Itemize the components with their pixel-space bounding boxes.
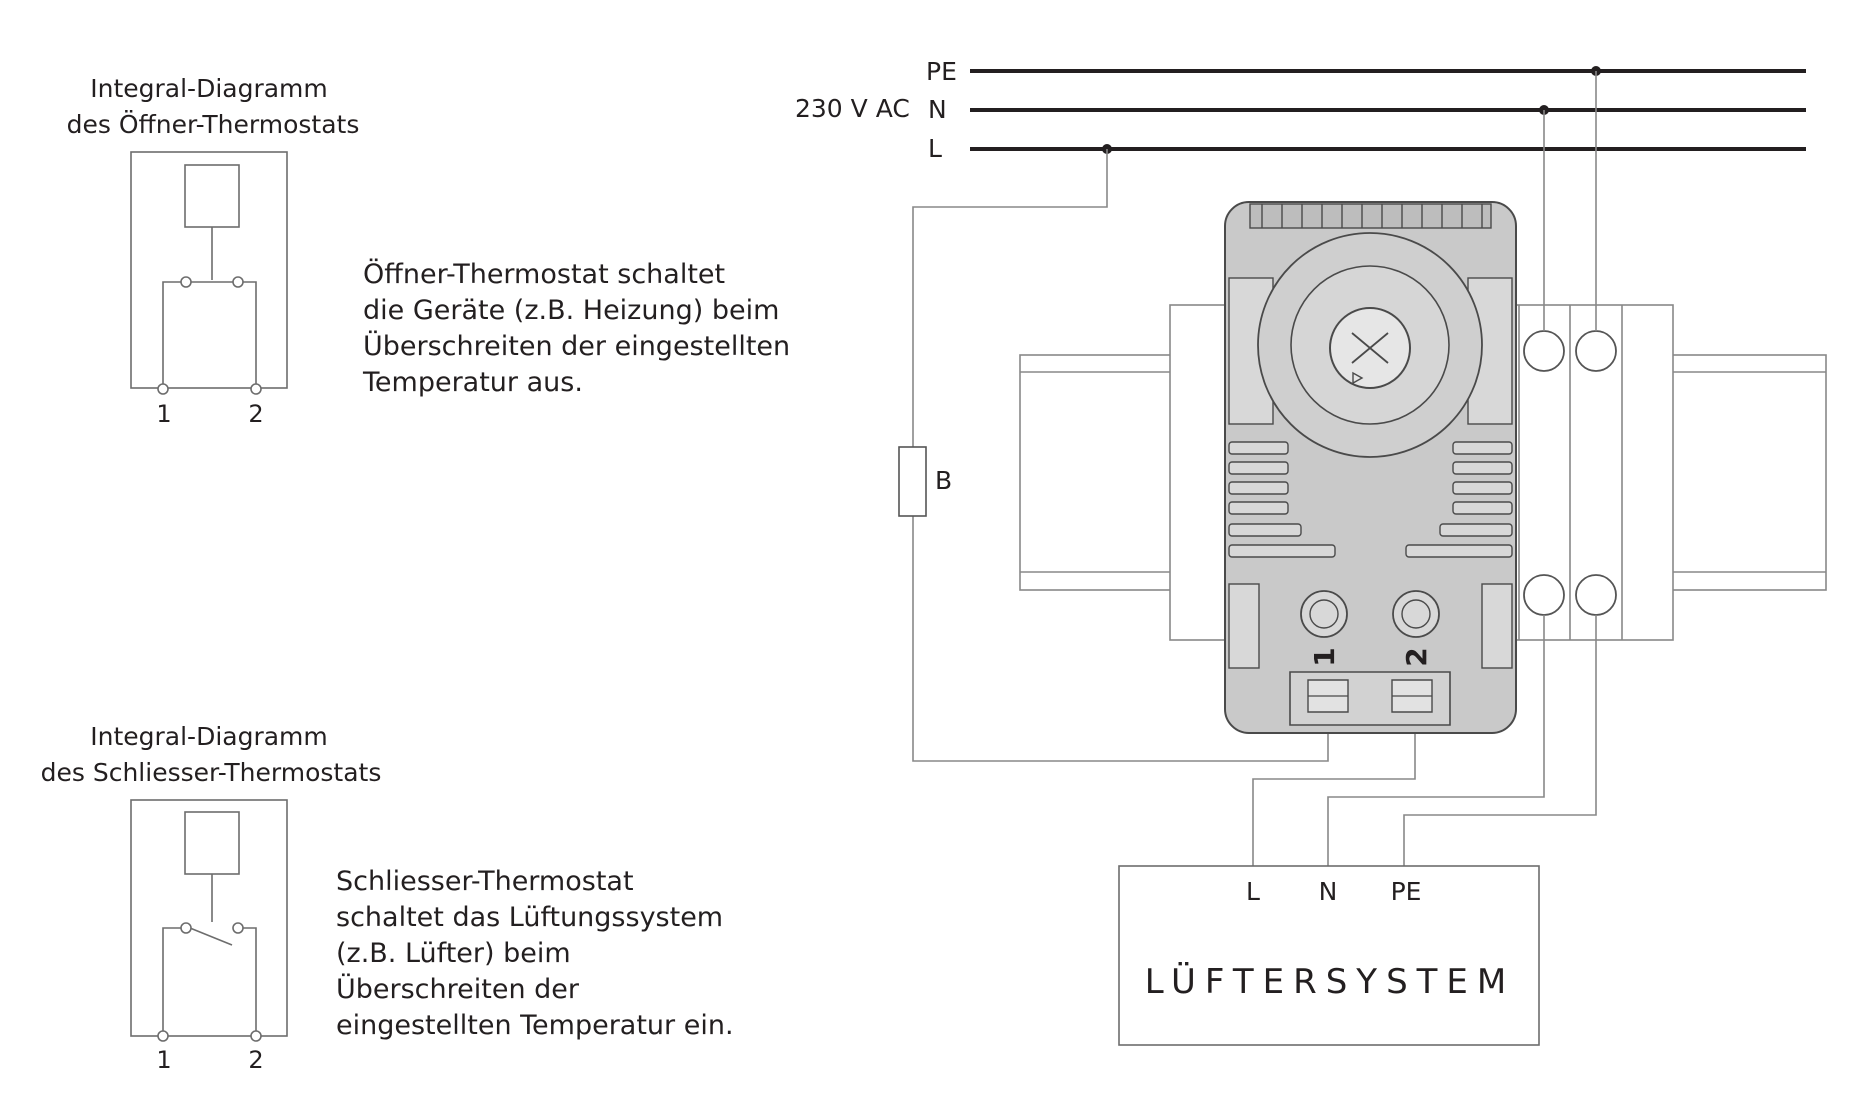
wire-t2-to-fan-l — [1252, 706, 1416, 866]
wire-n-to-fan — [1327, 615, 1545, 866]
fan-system: L N PE LÜFTERSYSTEM — [1118, 865, 1540, 1046]
integral-no-title-2: des Schliesser-Thermostats — [41, 758, 382, 787]
vent-slots-left — [1228, 441, 1336, 558]
integral-diagram-nc: Integral-Diagramm des Öffner-Thermostats… — [67, 74, 360, 428]
integral-diagram-no: Integral-Diagramm des Schliesser-Thermos… — [41, 722, 382, 1074]
thermostat-top-ribs — [1249, 203, 1492, 229]
thermostat-terminal-2-screw — [1392, 590, 1440, 638]
thermostat-device: 1 2 — [1224, 201, 1517, 734]
left-latch — [1228, 583, 1260, 669]
thermostat-terminal-2-label: 2 — [1400, 647, 1433, 666]
integral-no-wire-1 — [162, 927, 186, 1036]
description-nc-line-2: die Geräte (z.B. Heizung) beim — [363, 295, 779, 326]
pointer-triangle-icon — [1352, 371, 1364, 385]
integral-nc-contact-dot-1 — [180, 276, 192, 288]
integral-no-wire-2 — [238, 927, 257, 1036]
right-latch — [1481, 583, 1513, 669]
description-no: Schliesser-Thermostat schaltet das Lüftu… — [336, 866, 734, 1041]
integral-nc-wire-2 — [238, 281, 257, 388]
integral-no-terminal-2-dot — [250, 1030, 262, 1042]
description-no-line-2: schaltet das Lüftungssystem — [336, 902, 723, 933]
integral-nc-frame — [130, 151, 288, 389]
integral-no-terminal-1-dot — [157, 1030, 169, 1042]
integral-nc-contact-dot-2 — [232, 276, 244, 288]
fan-terminal-l: L — [1246, 877, 1260, 906]
integral-nc-title-2: des Öffner-Thermostats — [67, 110, 360, 139]
integral-no-sensor — [184, 811, 240, 875]
terminal-pe-top — [1575, 330, 1617, 372]
supply-pe-label: PE — [926, 57, 957, 86]
integral-nc-terminal-1-dot — [157, 383, 169, 395]
supply-bus: 230 V AC PE N L — [795, 57, 1806, 163]
integral-nc-terminal-2-dot — [250, 383, 262, 395]
integral-nc-terminal-2: 2 — [248, 400, 263, 428]
fuse: B — [898, 446, 952, 517]
integral-no-contact-dot-1 — [180, 922, 192, 934]
integral-no-terminal-2: 2 — [248, 1046, 263, 1074]
integral-nc-sensor — [184, 164, 240, 228]
description-no-line-3: (z.B. Lüfter) beim — [336, 938, 571, 969]
fuse-symbol — [898, 446, 927, 517]
vent-slots-right — [1405, 441, 1513, 558]
thermostat-terminal-1-label: 1 — [1308, 647, 1341, 666]
cable-clamp — [1289, 671, 1451, 726]
integral-no-contact — [189, 927, 233, 946]
fuse-label: B — [935, 466, 952, 495]
description-no-line-4: Überschreiten der — [336, 973, 580, 1005]
fan-terminal-pe: PE — [1391, 877, 1422, 906]
integral-no-terminal-1: 1 — [156, 1046, 171, 1074]
fan-terminal-n: N — [1319, 877, 1338, 906]
description-nc-line-4: Temperatur aus. — [362, 367, 583, 398]
terminal-n-top — [1523, 330, 1565, 372]
fan-system-name: LÜFTERSYSTEM — [1145, 961, 1516, 1002]
terminal-n-bottom — [1523, 574, 1565, 616]
description-no-line-5: eingestellten Temperatur ein. — [336, 1010, 734, 1041]
description-nc-line-1: Öffner-Thermostat schaltet — [363, 258, 725, 290]
integral-nc-title-1: Integral-Diagramm — [90, 74, 328, 103]
integral-no-contact-dot-2 — [232, 922, 244, 934]
integral-nc-terminal-1: 1 — [156, 400, 171, 428]
integral-no-frame — [130, 799, 288, 1037]
supply-n-label: N — [928, 95, 947, 124]
fan-system-box — [1118, 865, 1540, 1046]
screw-cross-icon — [1351, 332, 1389, 364]
wire-pe-to-fan — [1403, 615, 1597, 866]
thermostat-terminal-1-screw — [1300, 590, 1348, 638]
integral-no-title-1: Integral-Diagramm — [90, 722, 328, 751]
supply-l-label: L — [928, 134, 942, 163]
description-nc: Öffner-Thermostat schaltet die Geräte (z… — [362, 258, 790, 398]
description-no-line-1: Schliesser-Thermostat — [336, 866, 634, 897]
wire-l-to-fuse — [912, 149, 1108, 447]
description-nc-line-3: Überschreiten der eingestellten — [363, 330, 790, 362]
supply-voltage-label: 230 V AC — [795, 94, 910, 123]
integral-nc-wire-1 — [162, 281, 186, 388]
terminal-pe-bottom — [1575, 574, 1617, 616]
